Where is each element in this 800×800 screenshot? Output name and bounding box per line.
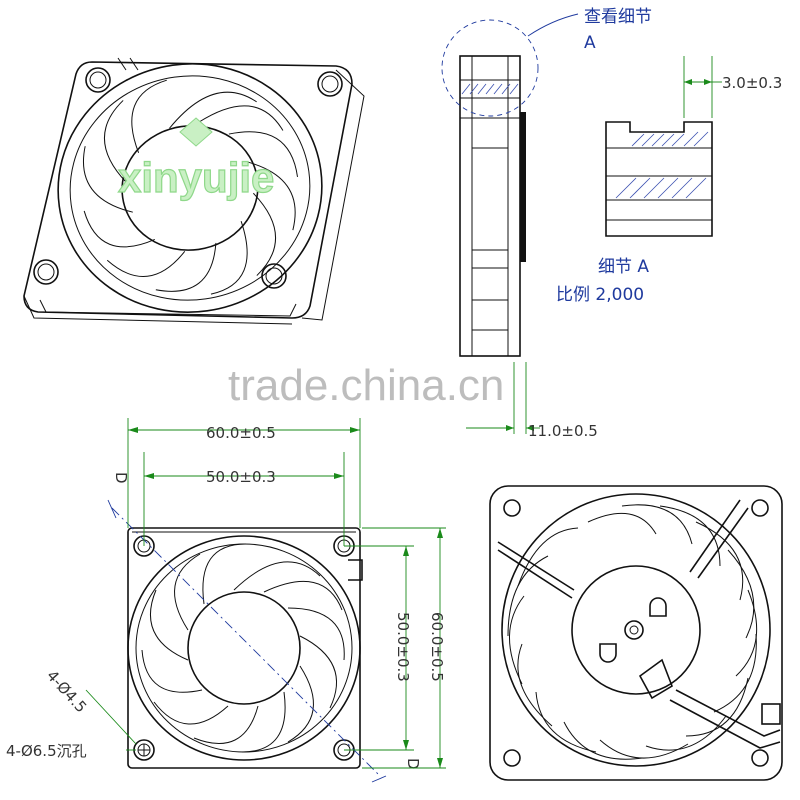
width-outer-dimension: 60.0±0.5	[206, 424, 276, 442]
side-thickness-dimension: 11.0±0.5	[528, 422, 598, 440]
side-view: 查看细节 A 11.0±0.5	[441, 7, 652, 440]
detail-a-view: 3.0±0.3 细节 A 比例 2,000	[556, 56, 782, 305]
front-view: D D 60.0±0.5 50.0±0.3 50.0±0.3 60.0±0.5 …	[6, 418, 446, 783]
hole-spec-label: 4-Ø4.5	[43, 667, 90, 717]
rear-view	[489, 485, 783, 781]
section-mark-bottom: D	[404, 758, 422, 770]
detail-thickness-dimension: 3.0±0.3	[722, 74, 782, 92]
detail-callout-label: 查看细节	[584, 7, 652, 27]
brand-logo-text: xinyujie	[118, 154, 274, 201]
watermark-text: trade.china.cn	[228, 361, 504, 410]
detail-callout-letter: A	[584, 33, 596, 53]
section-mark-top: D	[112, 472, 130, 484]
width-holes-dimension: 50.0±0.3	[206, 468, 276, 486]
counterbore-spec-label: 4-Ø6.5沉孔	[6, 742, 87, 760]
height-holes-dimension: 50.0±0.3	[394, 612, 412, 682]
detail-caption-line1: 细节 A	[598, 257, 649, 277]
isometric-fan-view: xinyujie	[23, 57, 365, 325]
height-outer-dimension: 60.0±0.5	[428, 612, 446, 682]
detail-caption-line2: 比例 2,000	[556, 285, 644, 305]
